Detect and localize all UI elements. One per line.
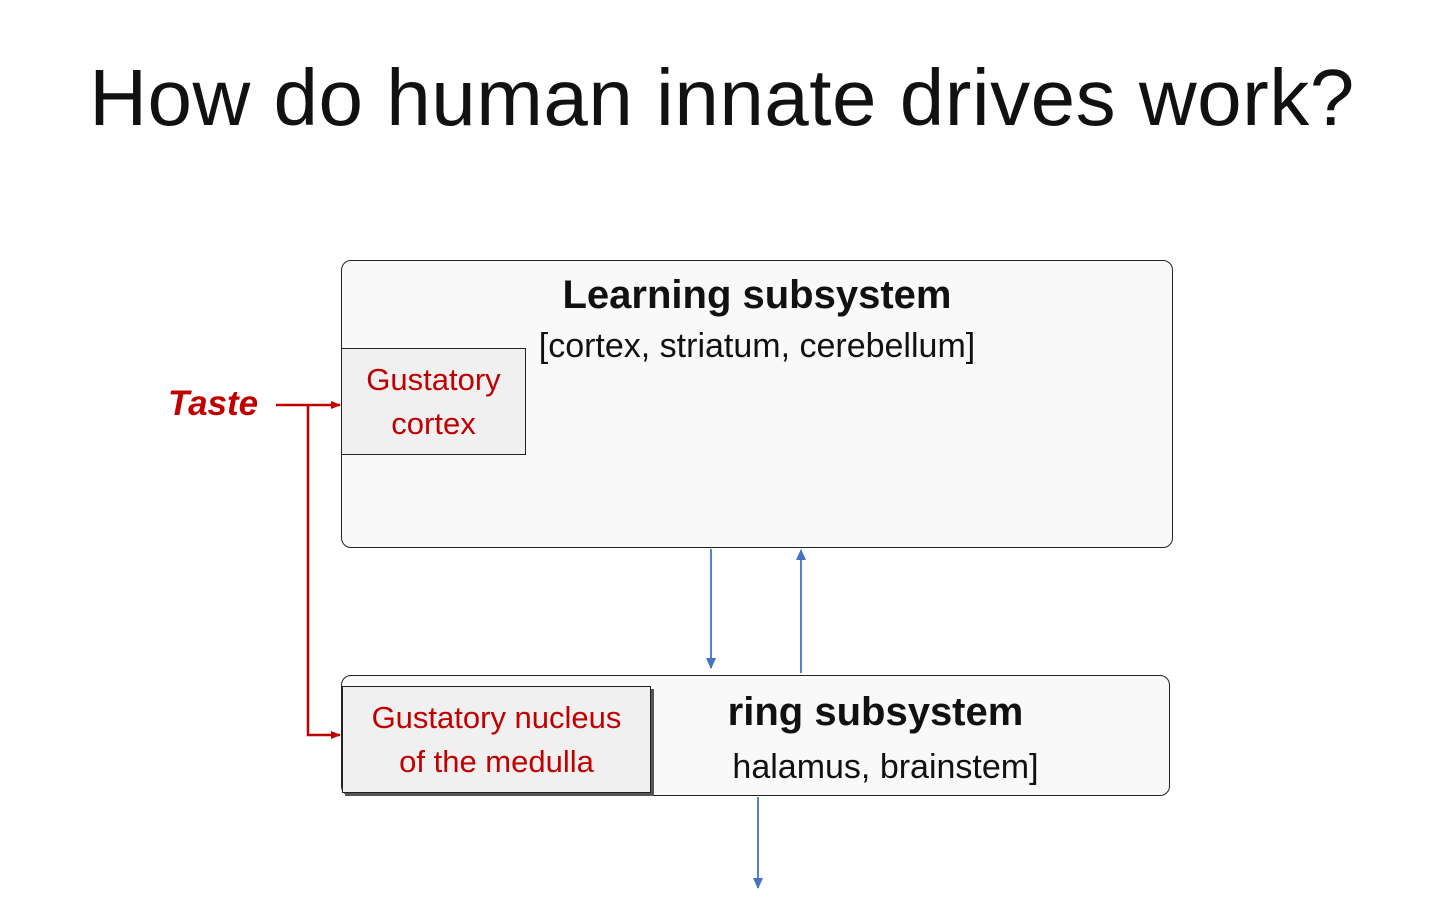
gustatory-cortex-line-1: Gustatory bbox=[366, 361, 501, 397]
page-title: How do human innate drives work? bbox=[89, 53, 1355, 142]
learning-subsystem-regions: [cortex, striatum, cerebellum] bbox=[538, 327, 976, 365]
gustatory-nucleus-box: Gustatory nucleus of the medulla bbox=[342, 686, 651, 793]
gustatory-nucleus-line-2: of the medulla bbox=[399, 743, 594, 779]
learning-subsystem-title: Learning subsystem bbox=[562, 273, 952, 317]
gustatory-cortex-box: Gustatory cortex bbox=[341, 348, 526, 455]
gustatory-cortex-line-2: cortex bbox=[391, 405, 476, 441]
steering-subsystem-regions: halamus, brainstem] bbox=[732, 748, 1039, 786]
taste-to-medulla-arrow bbox=[306, 405, 341, 739]
taste-label: Taste bbox=[168, 384, 259, 423]
steering-subsystem-title: ring subsystem bbox=[727, 690, 1024, 734]
learning-subsystem-box: Learning subsystem [cortex, striatum, ce… bbox=[341, 260, 1173, 548]
gustatory-nucleus-line-1: Gustatory nucleus bbox=[371, 699, 622, 735]
